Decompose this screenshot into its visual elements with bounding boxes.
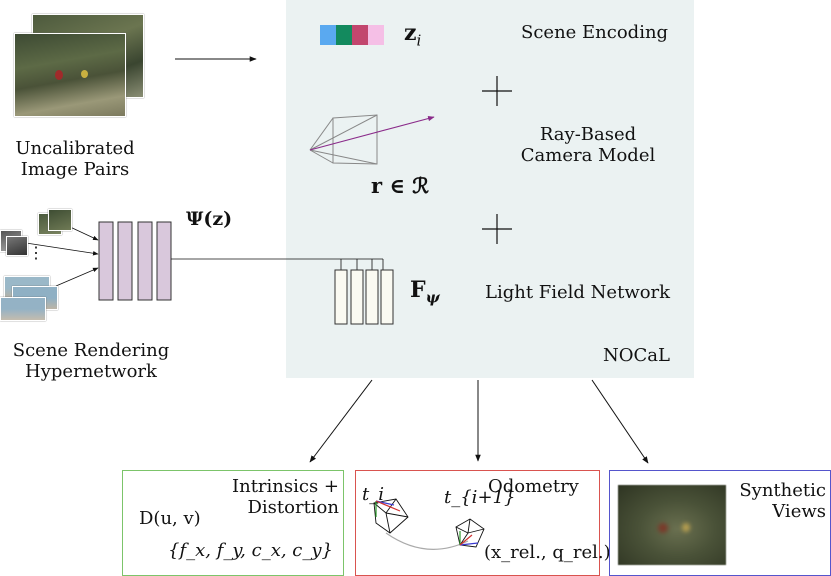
toy-figure-yellow — [81, 70, 88, 78]
synthetic-blob-red — [658, 523, 668, 533]
lfn-layers — [334, 269, 394, 325]
ray-camera-label: Ray-Based Camera Model — [508, 124, 668, 166]
odometry-trajectory — [373, 498, 485, 550]
odometry-title: Odometry — [488, 476, 579, 497]
intrinsics-params: {f_x, f_y, c_x, c_y} — [168, 540, 333, 561]
pairs-label: Uncalibrated Image Pairs — [0, 138, 150, 180]
odometry-ti: t_i — [362, 484, 384, 505]
zi-letter: z — [404, 20, 417, 46]
synthetic-image — [618, 485, 726, 565]
hyper-input-dots: ⋮ — [28, 243, 44, 262]
odometry-box: Odometry t_i t_{i+1} (x_rel., q_rel.) — [355, 470, 611, 576]
pairs-label-line1: Uncalibrated — [15, 138, 135, 159]
camera-frustum — [309, 114, 378, 165]
intrinsics-title-line1: Intrinsics + — [231, 476, 339, 497]
hypernet-layers — [98, 221, 172, 301]
intrinsics-title-line2: Distortion — [247, 496, 339, 518]
zi-subscript: i — [416, 31, 422, 50]
f-subscript: ψ — [425, 288, 440, 307]
code-cell-4 — [368, 25, 384, 45]
pairs-label-line2: Image Pairs — [20, 158, 130, 180]
input-image-front — [14, 33, 126, 117]
synthetic-title-line1: Synthetic — [739, 480, 826, 501]
scene-encoding-label: Scene Encoding — [521, 22, 669, 43]
hyper-input-1b — [48, 209, 72, 231]
synthetic-title-line2: Views — [772, 500, 826, 522]
psi-label: Ψ(z) — [186, 208, 233, 230]
f-symbol: Fψ — [410, 277, 440, 307]
synthetic-title: Synthetic Views — [739, 480, 826, 522]
odometry-ti1: t_{i+1} — [444, 487, 516, 508]
hypernet-label: Scene Rendering Hypernetwork — [0, 340, 182, 382]
hyper-input-2b — [6, 236, 28, 256]
synthetic-blob-yellow — [682, 523, 690, 532]
code-cell-2 — [336, 25, 352, 45]
d-symbol: D(u, v) — [139, 508, 201, 529]
nocal-label: NOCaL — [603, 345, 670, 366]
toy-figure-red — [55, 70, 63, 80]
ray-symbol: r ∈ ℛ — [371, 173, 429, 198]
ray-camera-label-line1: Ray-Based — [539, 124, 637, 145]
ray-camera-label-line2: Camera Model — [520, 144, 656, 166]
zi-symbol: zi — [404, 20, 422, 50]
intrinsics-title: Intrinsics + Distortion — [231, 476, 339, 518]
f-letter: F — [410, 277, 426, 303]
odometry-rel: (x_rel., q_rel.) — [484, 542, 611, 563]
hyper-input-3c — [0, 297, 46, 321]
ray-arrow — [309, 115, 435, 151]
lfn-label: Light Field Network — [485, 282, 671, 303]
synthetic-box: Synthetic Views — [609, 470, 831, 576]
hypernet-label-line1: Scene Rendering — [12, 340, 170, 361]
code-cell-1 — [320, 25, 336, 45]
code-cell-3 — [352, 25, 368, 45]
latent-code — [320, 25, 384, 45]
intrinsics-box: Intrinsics + Distortion D(u, v) {f_x, f_… — [122, 470, 344, 576]
hypernet-label-line2: Hypernetwork — [25, 360, 157, 382]
